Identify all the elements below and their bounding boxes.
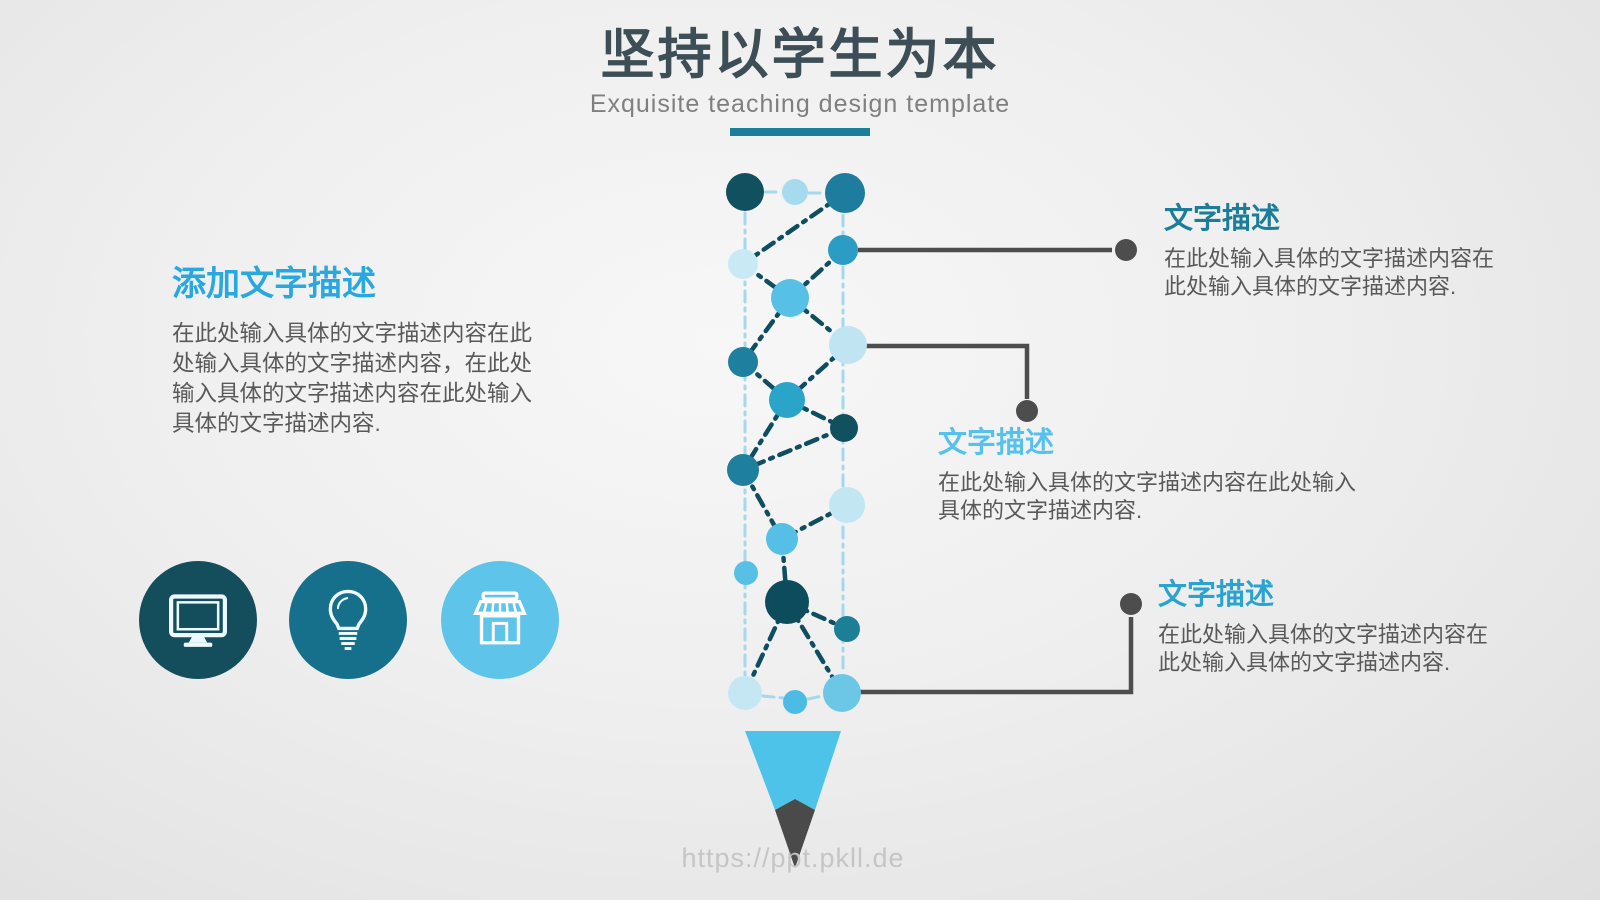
network-dot (782, 179, 808, 205)
network-dot (825, 173, 865, 213)
store-icon (473, 591, 527, 645)
callout-2-body: 在此处输入具体的文字描述内容在此处输入 具体的文字描述内容. (938, 469, 1357, 523)
network-dot (726, 173, 764, 211)
left-block-heading: 添加文字描述 (172, 265, 376, 303)
store-icon-badge (441, 561, 559, 679)
lightbulb-icon-badge (289, 561, 407, 679)
pencil-guide-lines (743, 190, 845, 701)
network-dot (728, 347, 758, 377)
title-underline (730, 128, 870, 137)
monitor-icon (169, 594, 227, 647)
slide-title: 坚持以学生为本 (600, 25, 1000, 85)
pencil-tip-graphite (775, 799, 815, 868)
network-dot (727, 454, 759, 486)
slide-subtitle: Exquisite teaching design template (589, 90, 1011, 119)
callout-2-heading: 文字描述 (938, 427, 1055, 459)
callout-connector-3 (858, 617, 1134, 695)
left-text-block: 添加文字描述 在此处输入具体的文字描述内容在此 处输入具体的文字描述内容，在此处… (172, 265, 592, 439)
network-dot (823, 674, 861, 712)
monitor-icon-badge (139, 561, 257, 679)
network-dot (834, 616, 860, 642)
lightbulb-icon (328, 589, 368, 651)
callout-connector-dots (1016, 239, 1142, 615)
connector-dot-1 (1115, 239, 1137, 261)
network-dot (830, 414, 858, 442)
connector-dot-2 (1016, 400, 1038, 422)
network-dot (829, 487, 865, 523)
callout-3-heading: 文字描述 (1158, 579, 1275, 611)
network-dot (769, 382, 805, 418)
network-dot (828, 235, 858, 265)
left-block-body: 在此处输入具体的文字描述内容在此 处输入具体的文字描述内容，在此处 输入具体的文… (172, 321, 533, 437)
callout-connector-2 (864, 343, 1030, 399)
pencil-tip (745, 731, 841, 868)
watermark-url: https://ppt.pkll.de (681, 843, 905, 873)
callout-1-body: 在此处输入具体的文字描述内容在 此处输入具体的文字描述内容. (1164, 245, 1495, 299)
callout-block-1: 文字描述 在此处输入具体的文字描述内容在 此处输入具体的文字描述内容. (1164, 203, 1544, 301)
network-dot (771, 279, 809, 317)
connector-dot-3 (1120, 593, 1142, 615)
network-dot (783, 690, 807, 714)
network-dot (728, 249, 758, 279)
network-dot (734, 561, 758, 585)
network-dot (728, 676, 762, 710)
icon-badges-row (139, 561, 619, 679)
network-dot (766, 523, 798, 555)
callout-1-heading: 文字描述 (1164, 203, 1281, 235)
pencil-network-dots (726, 173, 867, 714)
callout-block-2: 文字描述 在此处输入具体的文字描述内容在此处输入 具体的文字描述内容. (938, 427, 1418, 525)
callout-block-3: 文字描述 在此处输入具体的文字描述内容在 此处输入具体的文字描述内容. (1158, 579, 1538, 677)
pencil-tip-body (745, 731, 841, 810)
callout-3-body: 在此处输入具体的文字描述内容在 此处输入具体的文字描述内容. (1158, 621, 1489, 675)
network-dot (765, 580, 809, 624)
callout-connectors (858, 247, 1134, 695)
network-dot (829, 326, 867, 364)
slide-header: 坚持以学生为本 Exquisite teaching design templa… (0, 24, 1600, 137)
